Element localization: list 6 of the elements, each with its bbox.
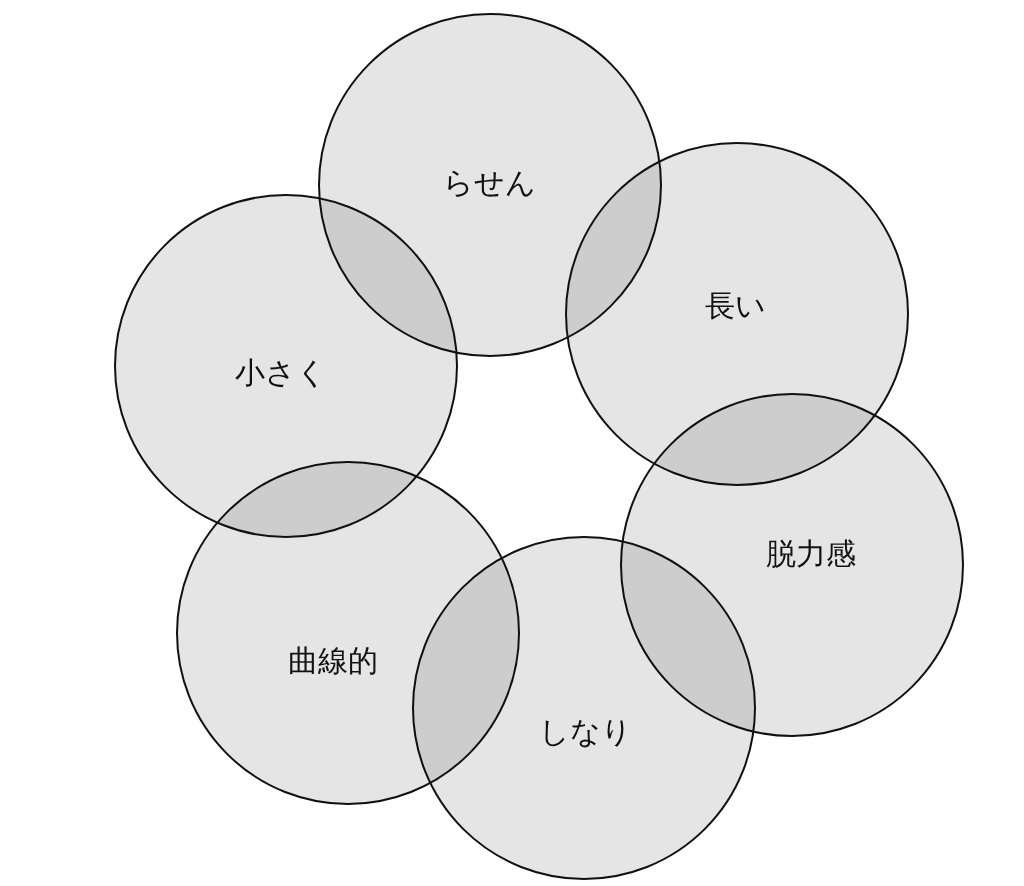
circle-label: 長い bbox=[704, 291, 766, 321]
circle-label: らせん bbox=[442, 168, 536, 198]
circle-label: 小さく bbox=[235, 358, 327, 388]
circle-label: 曲線的 bbox=[288, 646, 378, 676]
circle-label: 脱力感 bbox=[766, 539, 856, 569]
circle-label: しなり bbox=[538, 717, 632, 747]
